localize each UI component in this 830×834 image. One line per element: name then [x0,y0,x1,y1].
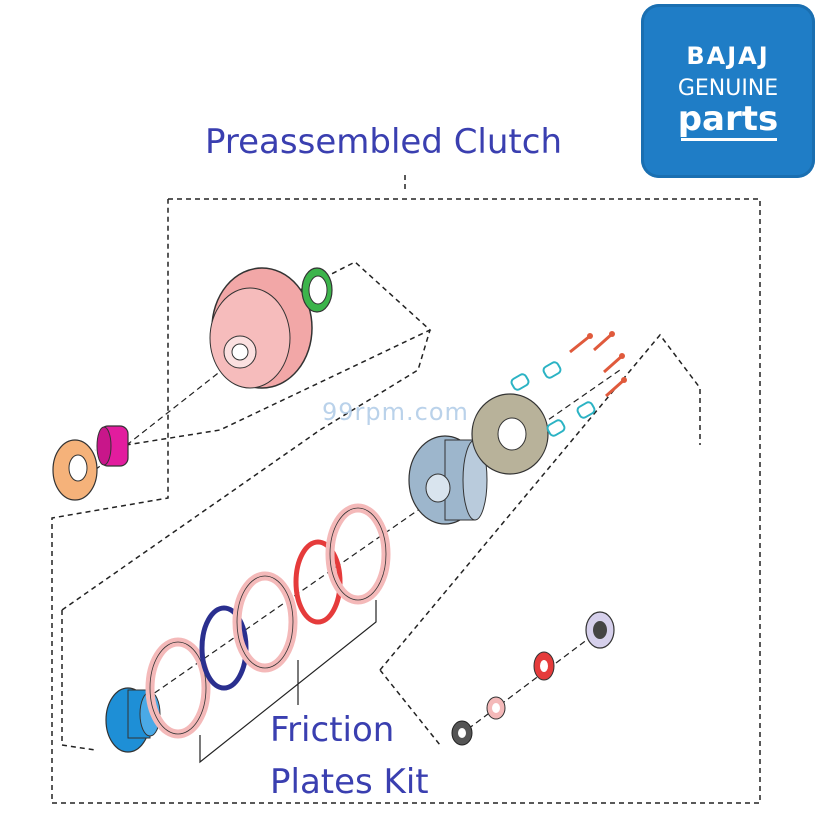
dark-washer [451,720,473,746]
friction-kit-label-line1: Friction [270,710,395,750]
bearing [585,611,615,649]
release-hub [105,687,161,753]
friction-plate [145,637,211,739]
assembly-boundary [51,175,761,804]
friction-plate [325,503,391,605]
friction-kit-bracket [199,600,377,764]
clutch-spring [510,373,530,391]
clutch-bolt [605,377,627,398]
clutch-bolt [569,333,593,354]
clutch-spring [576,401,596,419]
magenta-bush [96,425,129,467]
upper-group-boundary [94,261,432,451]
clutch-bolt [603,353,625,374]
clutch-spring [542,361,562,379]
logo-underline [681,138,777,141]
clutch-outer-housing [209,267,313,389]
bajaj-genuine-parts-logo: BAJAJ GENUINE parts [641,4,815,178]
logo-genuine-text: GENUINE [677,76,779,101]
watermark: 99rpm.com [322,398,469,426]
axis-lower [459,629,601,736]
logo-brand-text: BAJAJ [686,42,770,70]
pink-washer [486,696,506,720]
logo-parts-text: parts [677,99,779,139]
pressure-plate [471,393,549,475]
green-washer [301,267,333,313]
clutch-bolt [593,331,615,352]
friction-kit-label-line2: Plates Kit [270,762,429,802]
orange-washer [52,439,98,501]
friction-plate [232,571,298,673]
clutch-spring [546,419,566,437]
red-washer [533,651,555,681]
preassembled-clutch-label: Preassembled Clutch [205,122,562,162]
plates-boundary [61,329,701,751]
